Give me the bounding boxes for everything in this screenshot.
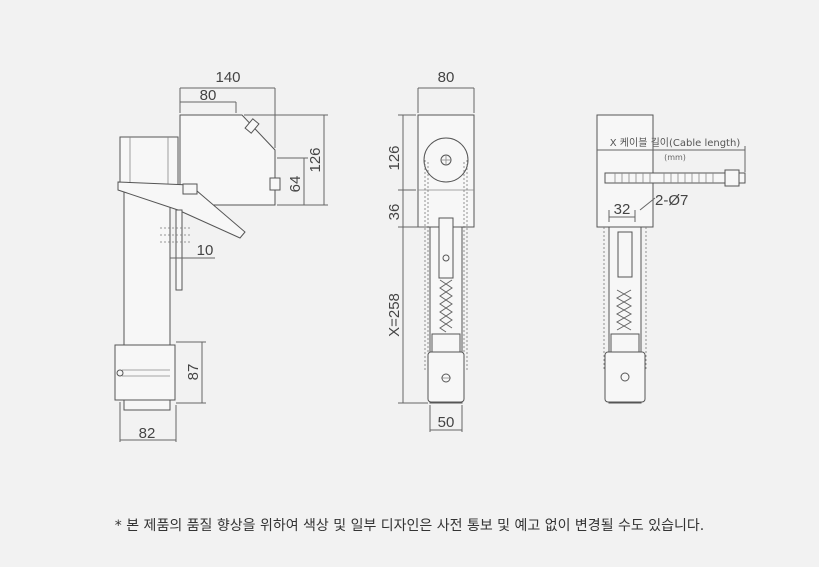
side-knob [244, 118, 260, 134]
front-lower-box [431, 333, 461, 353]
dim-64: 64 [287, 176, 304, 193]
rear-cable [604, 172, 726, 184]
rear-dim-32: 32 [614, 201, 631, 218]
dim-126: 126 [307, 147, 324, 172]
dim-82: 82 [139, 425, 156, 442]
dim-87: 87 [185, 364, 202, 381]
front-dim-36: 36 [386, 204, 403, 221]
front-dim-80: 80 [438, 69, 455, 86]
rear-housing [596, 114, 654, 228]
side-bottom-drum [114, 344, 176, 401]
front-dim-126: 126 [386, 145, 403, 170]
side-top-drum [119, 136, 179, 186]
cable-length-label: X 케이블 길이(Cable length) [610, 136, 741, 149]
rear-cable-connector [724, 169, 740, 187]
side-axle [116, 369, 124, 377]
dim-80: 80 [200, 87, 217, 104]
rear-bottom-axle [620, 372, 630, 382]
front-dim-x: X=258 [386, 293, 403, 337]
front-dim-50: 50 [438, 414, 455, 431]
rear-lower-box [610, 333, 640, 353]
rear-view: X 케이블 길이(Cable length) (mm) 32 2-Ø7 [596, 114, 746, 404]
side-view: 140 80 126 64 10 87 82 [114, 69, 328, 442]
technical-drawing: 140 80 126 64 10 87 82 [114, 69, 746, 442]
dim-140: 140 [215, 69, 240, 86]
side-bracket-plate [175, 209, 183, 291]
footnote: * 본 제품의 품질 향상을 위하여 색상 및 일부 디자인은 사전 통보 및 … [114, 518, 705, 534]
rear-cable-coils [614, 173, 714, 183]
front-view: 80 126 36 X=258 50 [386, 69, 475, 432]
dim-10: 10 [197, 242, 214, 259]
side-cable-gland [269, 177, 281, 191]
side-mount [182, 183, 198, 195]
rear-dim-hole: 2-Ø7 [655, 192, 688, 209]
cable-length-unit: (mm) [664, 153, 686, 162]
front-slot [438, 217, 454, 279]
